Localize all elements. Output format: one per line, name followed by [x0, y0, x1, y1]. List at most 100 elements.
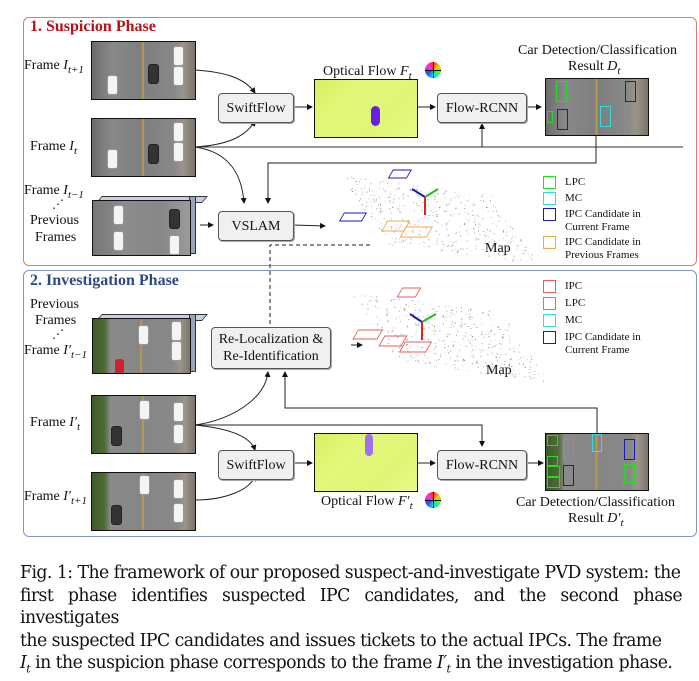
map-point: [513, 374, 515, 376]
map-point: [514, 236, 516, 238]
map-point: [452, 346, 454, 347]
map-point: [401, 241, 403, 243]
map-point: [379, 208, 381, 210]
map-point: [418, 234, 420, 236]
map-point: [488, 335, 490, 337]
map-point: [456, 334, 457, 336]
map-point: [471, 334, 472, 336]
map-point: [454, 208, 456, 210]
map-point: [380, 203, 382, 205]
map-point: [388, 332, 390, 334]
map-point: [428, 339, 429, 341]
map-point: [434, 197, 436, 198]
map-point: [445, 190, 447, 192]
map-point: [484, 234, 486, 236]
map-point: [412, 231, 414, 233]
map-point: [481, 343, 483, 345]
map-point: [422, 201, 424, 203]
map-point: [389, 208, 391, 210]
map-point: [463, 223, 465, 225]
map-point: [519, 363, 520, 365]
map-point: [496, 210, 498, 212]
map-point: [471, 351, 473, 353]
map-point: [503, 238, 504, 240]
map-point: [407, 360, 409, 362]
map-point: [463, 222, 465, 224]
map-point: [421, 210, 423, 212]
map-point: [520, 240, 522, 242]
map-point: [375, 316, 377, 318]
map-point: [466, 370, 468, 372]
map-point: [485, 334, 487, 335]
map-point: [531, 359, 532, 360]
map-point: [373, 297, 374, 299]
map-point: [433, 328, 435, 330]
map-point: [403, 357, 405, 359]
map-point: [424, 328, 426, 330]
map-point: [413, 228, 415, 230]
map-point: [538, 373, 540, 375]
map-point: [460, 325, 462, 327]
map-point: [447, 234, 449, 236]
map-point: [437, 221, 439, 223]
map-point: [384, 191, 386, 193]
connector-arrows: [194, 69, 683, 501]
map-point: [446, 229, 448, 231]
map-point: [508, 373, 510, 375]
map-point: [404, 308, 406, 310]
map-point: [499, 357, 500, 358]
map-point: [417, 195, 419, 197]
map-point: [512, 235, 514, 237]
map-point: [480, 372, 482, 374]
map-point: [435, 366, 437, 368]
map-point: [465, 254, 467, 256]
map-point: [457, 368, 459, 370]
map-point: [487, 353, 489, 355]
map-point: [395, 228, 397, 230]
map-point: [449, 334, 451, 336]
map-point: [403, 198, 405, 200]
map-point: [466, 240, 468, 242]
map-point: [356, 178, 358, 180]
map-point: [512, 260, 514, 262]
map-point: [493, 205, 495, 207]
map-point: [466, 248, 468, 250]
map-point: [463, 208, 465, 210]
map-point: [480, 318, 482, 320]
map-point: [484, 231, 486, 233]
map-point: [499, 244, 501, 246]
map-point: [368, 300, 370, 302]
map-point: [460, 202, 462, 203]
map-point: [371, 190, 373, 192]
map-point: [471, 344, 473, 346]
map-point: [399, 356, 401, 357]
inv-frame-current-label: Frame I′t: [30, 415, 81, 433]
map-point: [520, 357, 522, 359]
map-point: [529, 376, 531, 378]
map-point: [462, 338, 464, 340]
map-point: [462, 335, 463, 337]
map-point: [495, 356, 497, 358]
map-point: [400, 306, 401, 308]
map-point: [513, 255, 515, 257]
map-point: [400, 224, 402, 226]
map-point: [427, 320, 429, 322]
map-point: [428, 215, 430, 217]
map-point: [452, 309, 453, 311]
map-point: [486, 366, 488, 368]
map-point: [371, 198, 373, 200]
map-point: [474, 221, 475, 223]
map-point: [513, 351, 515, 353]
map-point: [472, 230, 474, 232]
map-point: [490, 331, 491, 333]
map-point: [363, 191, 365, 193]
map-point: [488, 333, 490, 335]
map-point: [536, 364, 538, 366]
map-point: [385, 233, 386, 235]
map-point: [522, 253, 524, 255]
caption-line: first phase identifies suspected IPC can…: [20, 585, 683, 629]
map-point: [476, 214, 478, 216]
map-point: [354, 190, 356, 192]
map-point: [518, 344, 520, 346]
map-point: [427, 204, 429, 206]
